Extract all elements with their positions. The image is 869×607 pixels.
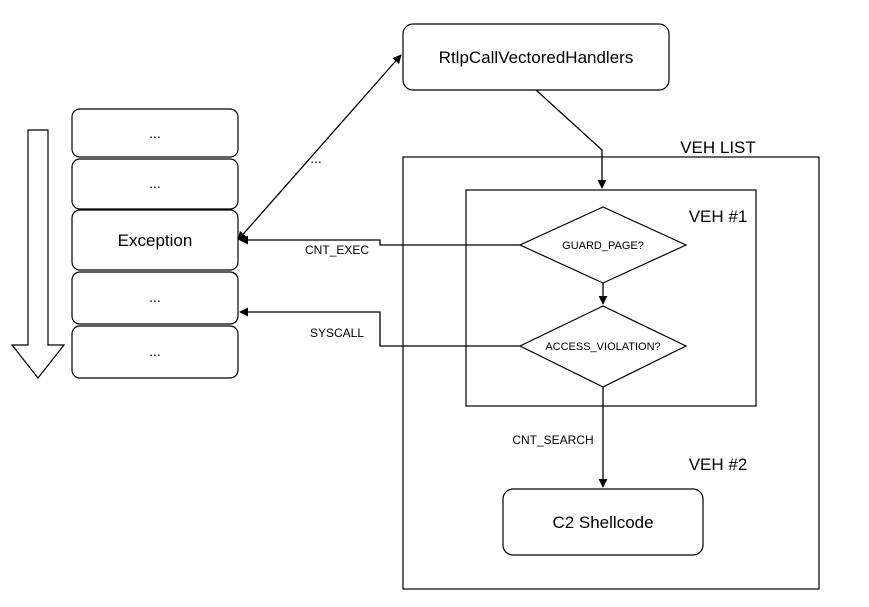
exception-slot-label: Exception xyxy=(118,231,193,250)
c2-shellcode-label: C2 Shellcode xyxy=(552,513,653,532)
veh1-title: VEH #1 xyxy=(689,207,748,226)
guard-page-decision-label: GUARD_PAGE? xyxy=(562,240,644,252)
exception-to-dispatcher-edge xyxy=(237,54,402,241)
exception-stack: ... ... Exception ... ... xyxy=(71,108,239,379)
veh1-box xyxy=(465,189,757,407)
syscall-label: SYSCALL xyxy=(310,326,364,340)
dispatcher-connector-label: ... xyxy=(310,150,322,166)
dispatcher-to-veh-edge xyxy=(535,89,607,189)
stack-slot-label: ... xyxy=(149,343,161,359)
c2-shellcode-box xyxy=(502,488,704,556)
cnt-search-label: CNT_SEARCH xyxy=(512,433,593,447)
cnt-exec-label: CNT_EXEC xyxy=(305,243,369,257)
veh-list-title: VEH LIST xyxy=(680,138,756,157)
veh2-title: VEH #2 xyxy=(689,455,748,474)
access-violation-decision-label: ACCESS_VIOLATION? xyxy=(545,341,660,353)
dispatcher-label: RtlpCallVectoredHandlers xyxy=(439,48,634,67)
cnt-exec-edge xyxy=(239,235,520,246)
syscall-edge xyxy=(239,307,520,347)
stack-slot xyxy=(71,325,239,379)
stack-slot-label: ... xyxy=(149,175,161,191)
stack-slot-label: ... xyxy=(149,289,161,305)
stack-slot-label: ... xyxy=(149,125,161,141)
stack-direction-arrow xyxy=(10,129,66,379)
stack-slot xyxy=(71,271,239,325)
veh-list-container xyxy=(402,156,820,590)
